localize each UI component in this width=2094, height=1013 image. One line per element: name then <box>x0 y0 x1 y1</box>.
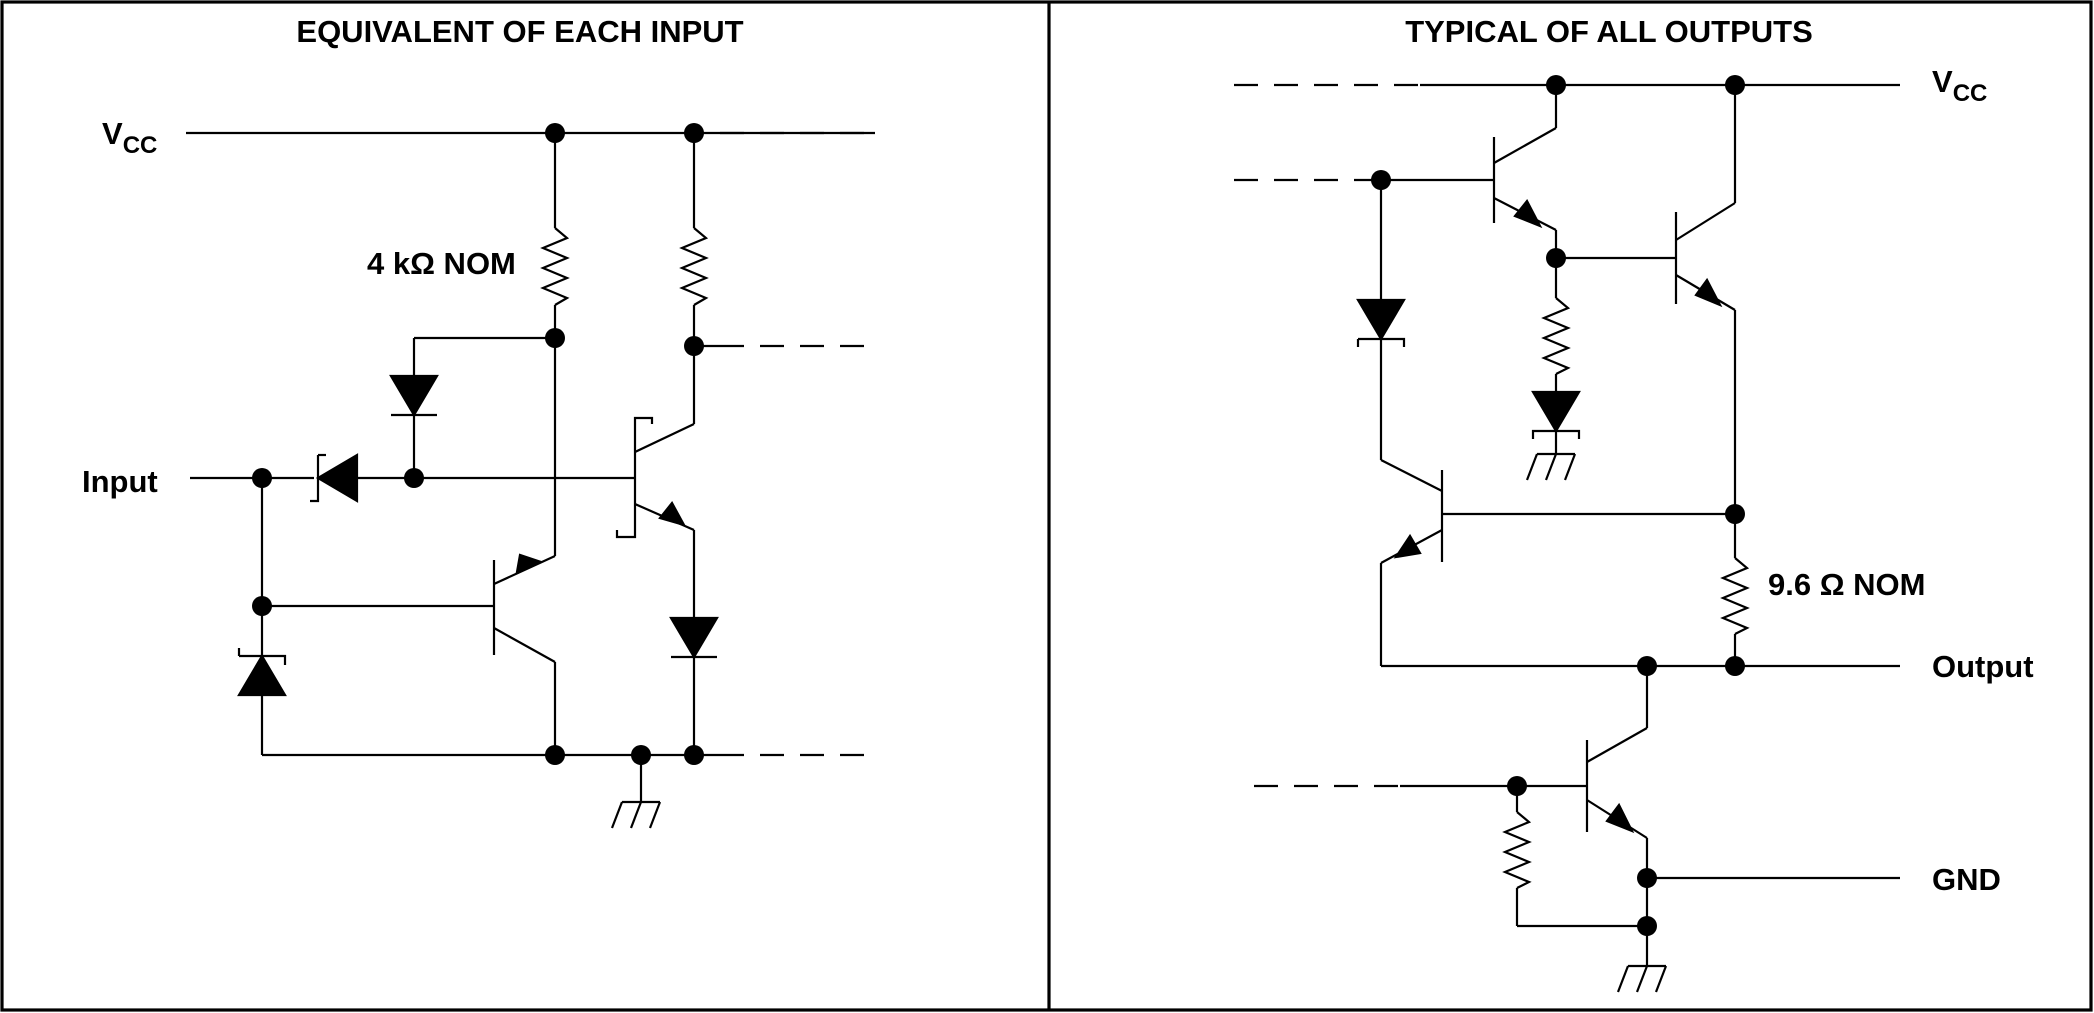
input-schottky-diode <box>190 453 635 503</box>
output-transistor-q2 <box>1556 85 1737 514</box>
input-transistor-q1 <box>615 416 696 618</box>
input-left-branch <box>260 478 494 608</box>
input-vcc-label: VCC <box>102 116 157 159</box>
output-base-resistor <box>1502 786 1647 928</box>
input-panel-title: EQUIVALENT OF EACH INPUT <box>296 14 743 49</box>
output-left-diode <box>1356 180 1406 460</box>
gnd-label: GND <box>1932 862 2001 897</box>
input-transistor-q2 <box>492 553 557 755</box>
output-junction-dots <box>1371 75 1745 936</box>
output-ground-symbol <box>1616 926 1668 993</box>
input-panel: EQUIVALENT OF EACH INPUT VCC 4 kΩ NOM <box>82 14 875 829</box>
output-vcc-label: VCC <box>1932 64 1987 107</box>
output-label: Output <box>1932 649 2034 684</box>
output-resistor-label: 9.6 Ω NOM <box>1768 567 1926 602</box>
output-panel: TYPICAL OF ALL OUTPUTS VCC <box>1234 14 2034 993</box>
input-junction-dots <box>252 123 704 765</box>
input-resistor-2 <box>679 133 875 424</box>
output-transistor-q4 <box>1585 666 1649 926</box>
input-label: Input <box>82 464 158 499</box>
output-pulldown-resistor <box>1541 258 1571 392</box>
output-transistor-q1 <box>1492 85 1558 258</box>
input-zener-diode <box>237 606 287 755</box>
input-resistor-4k <box>540 133 570 338</box>
output-schottky-diode-low <box>1525 390 1581 481</box>
input-resistor-label: 4 kΩ NOM <box>367 246 516 281</box>
output-transistor-q3 <box>1379 459 1735 666</box>
output-panel-title: TYPICAL OF ALL OUTPUTS <box>1405 14 1813 49</box>
input-clamp-diode-top <box>389 336 555 478</box>
input-emitter-diode <box>669 616 719 755</box>
input-ground-rail <box>262 753 875 829</box>
output-resistor-9-6 <box>1720 514 1750 666</box>
